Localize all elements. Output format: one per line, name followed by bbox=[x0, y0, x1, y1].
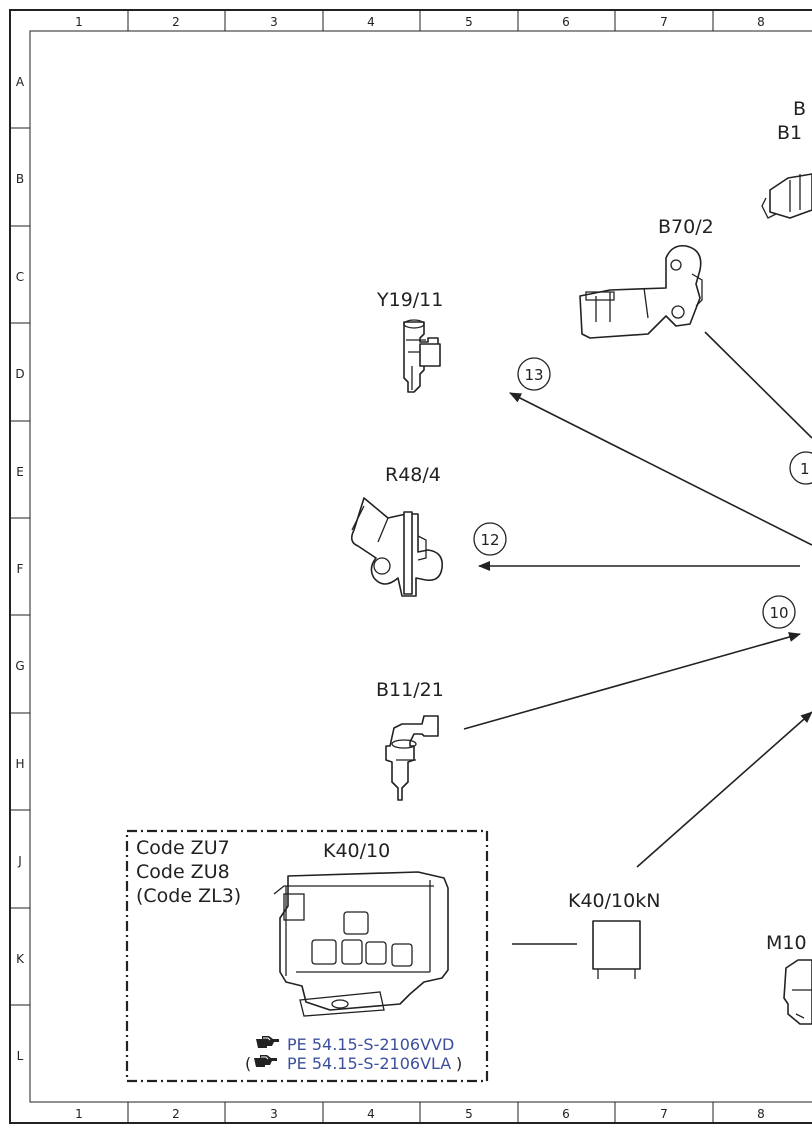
callout-13-number: 13 bbox=[524, 366, 543, 384]
callout-12[interactable]: 12 bbox=[473, 522, 507, 556]
row-label: C bbox=[16, 270, 24, 284]
row-label: J bbox=[17, 854, 22, 868]
b70-2-sensor-drawing[interactable] bbox=[579, 244, 703, 339]
r48-4-drawing[interactable] bbox=[350, 497, 444, 597]
code-option-box: Code ZU7 Code ZU8 (Code ZL3) bbox=[125, 829, 489, 1083]
arrow-from-k40-10kn bbox=[636, 711, 812, 868]
column-ticks bbox=[127, 10, 714, 1123]
column-label: 6 bbox=[562, 1107, 570, 1121]
column-label: 7 bbox=[660, 15, 668, 29]
column-label: 4 bbox=[367, 1107, 375, 1121]
k40-10-relay-module-drawing[interactable] bbox=[273, 871, 449, 1017]
column-label: 2 bbox=[172, 15, 180, 29]
b11-21-label: B11/21 bbox=[376, 679, 444, 701]
arrow-from-b11-21 bbox=[463, 632, 801, 730]
m10-label: M10 bbox=[766, 932, 807, 954]
code-zu8: Code ZU8 bbox=[136, 861, 230, 883]
row-label: B bbox=[16, 172, 24, 186]
row-label: K bbox=[16, 952, 25, 966]
column-label: 3 bbox=[270, 15, 278, 29]
row-label: G bbox=[15, 659, 24, 673]
sheet-frame bbox=[9, 9, 812, 1124]
b11-21-sensor-drawing[interactable] bbox=[385, 715, 439, 801]
row-label: L bbox=[17, 1049, 24, 1063]
column-label: 5 bbox=[465, 1107, 473, 1121]
row-label: E bbox=[16, 465, 24, 479]
k40-10kn-relay-drawing[interactable] bbox=[592, 920, 641, 979]
column-labels-bottom: 1 2 3 4 5 6 7 8 bbox=[75, 1107, 765, 1121]
ref-link-vvd-text[interactable]: PE 54.15-S-2106VVD bbox=[287, 1035, 454, 1054]
k40-10-label: K40/10 bbox=[323, 840, 390, 862]
r48-4-label: R48/4 bbox=[385, 464, 441, 486]
row-labels: A B C D E F G H J K L bbox=[15, 75, 25, 1063]
callout-edge-partial[interactable]: 1 bbox=[789, 451, 812, 485]
b1-sensor-drawing[interactable] bbox=[761, 173, 812, 219]
arrow-to-y19-11 bbox=[509, 392, 812, 546]
callout-10-number: 10 bbox=[769, 604, 788, 622]
pointing-hand-icon bbox=[253, 1054, 278, 1068]
callout-13[interactable]: 13 bbox=[517, 357, 551, 391]
column-label: 7 bbox=[660, 1107, 668, 1121]
ref-link-vla-text[interactable]: PE 54.15-S-2106VLA bbox=[287, 1054, 451, 1073]
connector-arrows bbox=[463, 331, 812, 945]
code-zl3: (Code ZL3) bbox=[136, 885, 241, 907]
pointing-hand-icon bbox=[255, 1035, 280, 1049]
column-label: 8 bbox=[757, 1107, 765, 1121]
y19-11-valve-drawing[interactable] bbox=[403, 319, 441, 393]
ref-link-vvd[interactable]: PE 54.15-S-2106VVD bbox=[255, 1035, 454, 1054]
ref-link-vla-open-paren: ( bbox=[245, 1054, 251, 1073]
b1-label-line1: B bbox=[793, 98, 806, 120]
k40-10kn-label: K40/10kN bbox=[568, 890, 660, 912]
row-label: A bbox=[16, 75, 25, 89]
y19-11-label: Y19/11 bbox=[376, 289, 443, 311]
column-label: 6 bbox=[562, 15, 570, 29]
column-label: 4 bbox=[367, 15, 375, 29]
line-from-b70-2 bbox=[704, 331, 812, 439]
row-label: D bbox=[15, 367, 24, 381]
column-label: 5 bbox=[465, 15, 473, 29]
callout-12-number: 12 bbox=[480, 531, 499, 549]
column-label: 1 bbox=[75, 1107, 83, 1121]
b1-label-line2: B1 bbox=[777, 122, 802, 144]
b70-2-label: B70/2 bbox=[658, 216, 714, 238]
row-ticks bbox=[10, 127, 30, 1006]
callout-10[interactable]: 10 bbox=[762, 595, 796, 629]
ref-link-vla-close-paren: ) bbox=[456, 1054, 462, 1073]
column-label: 3 bbox=[270, 1107, 278, 1121]
column-label: 1 bbox=[75, 15, 83, 29]
column-labels-top: 1 2 3 4 5 6 7 8 bbox=[75, 15, 765, 29]
column-label: 2 bbox=[172, 1107, 180, 1121]
callout-edge-number: 1 bbox=[800, 460, 810, 478]
row-label: H bbox=[15, 757, 24, 771]
column-label: 8 bbox=[757, 15, 765, 29]
ref-link-vla[interactable]: ( PE 54.15-S-2106VLA ) bbox=[245, 1054, 462, 1073]
m10-partial-drawing[interactable] bbox=[783, 959, 812, 1025]
code-zu7: Code ZU7 bbox=[136, 837, 230, 859]
row-label: F bbox=[17, 562, 24, 576]
